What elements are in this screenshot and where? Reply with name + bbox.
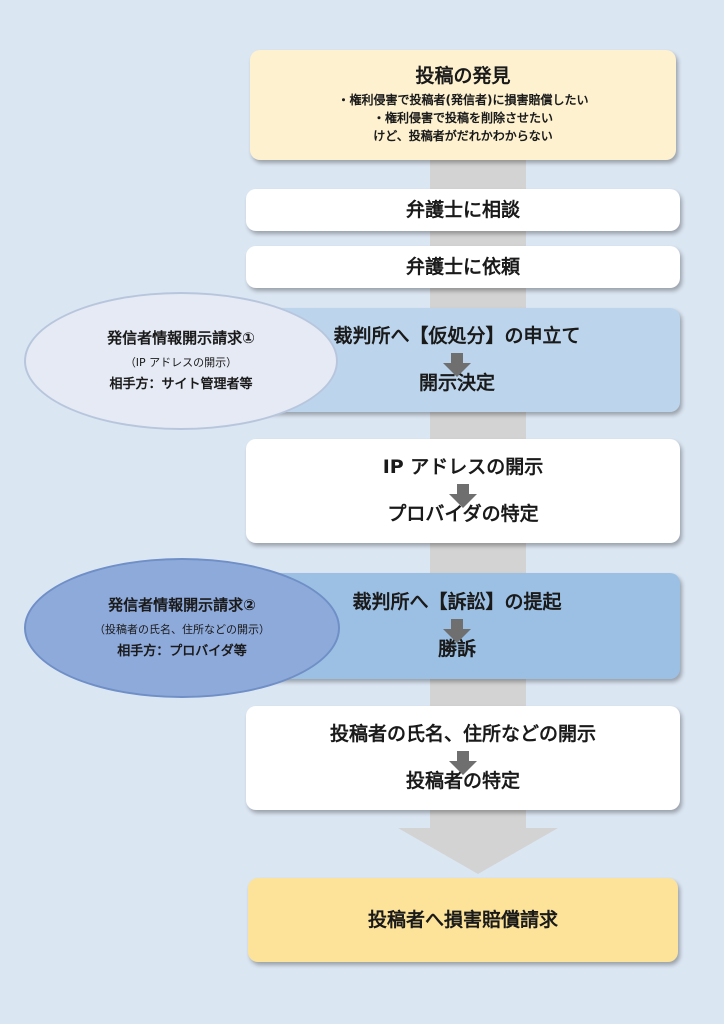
- ip-disclosure-box: IP アドレスの開示 プロバイダの特定: [246, 439, 680, 543]
- damages-claim-label: 投稿者へ損害賠償請求: [367, 908, 558, 931]
- oval2-title: 発信者情報開示請求②: [108, 595, 256, 614]
- discovery-box: 投稿の発見 ・権利侵害で投稿者(発信者)に損害賠償したい ・権利侵害で投稿を削除…: [250, 50, 676, 160]
- stage2-step-top: 裁判所へ【訴訟】の提起: [352, 591, 562, 614]
- ip-step-bottom: プロバイダの特定: [387, 503, 539, 525]
- oval1-title: 発信者情報開示請求①: [107, 328, 255, 347]
- disclosure-request-1-oval: 発信者情報開示請求① （IP アドレスの開示） 相手方：サイト管理者等: [24, 292, 338, 430]
- oval2-party: 相手方：プロバイダ等: [117, 644, 247, 660]
- discovery-line: けど、投稿者がだれかわからない: [373, 129, 553, 144]
- oval2-subtitle: （投稿者の氏名、住所などの開示）: [94, 622, 270, 636]
- discovery-line: ・権利侵害で投稿を削除させたい: [372, 111, 553, 126]
- request-lawyer-label: 弁護士に依頼: [405, 255, 520, 278]
- ip-step-top: IP アドレスの開示: [382, 456, 544, 479]
- flow-spine-arrowhead: [398, 828, 558, 874]
- consult-lawyer-label: 弁護士に相談: [405, 198, 520, 221]
- discovery-line: ・権利侵害で投稿者(発信者)に損害賠償したい: [337, 93, 589, 108]
- identity-step-bottom: 投稿者の特定: [405, 770, 520, 792]
- disclosure-request-2-oval: 発信者情報開示請求② （投稿者の氏名、住所などの開示） 相手方：プロバイダ等: [24, 558, 340, 698]
- consult-lawyer-box: 弁護士に相談: [246, 189, 680, 231]
- stage2-step-bottom: 勝訴: [437, 638, 476, 660]
- oval1-party: 相手方：サイト管理者等: [109, 377, 253, 393]
- identity-disclosure-box: 投稿者の氏名、住所などの開示 投稿者の特定: [246, 706, 680, 810]
- stage1-step-bottom: 開示決定: [418, 372, 495, 394]
- discovery-title: 投稿の発見: [415, 64, 511, 87]
- identity-step-top: 投稿者の氏名、住所などの開示: [329, 723, 596, 746]
- damages-claim-box: 投稿者へ損害賠償請求: [248, 878, 678, 962]
- oval1-subtitle: （IP アドレスの開示）: [124, 355, 238, 369]
- stage1-step-top: 裁判所へ【仮処分】の申立て: [333, 325, 581, 348]
- request-lawyer-box: 弁護士に依頼: [246, 246, 680, 288]
